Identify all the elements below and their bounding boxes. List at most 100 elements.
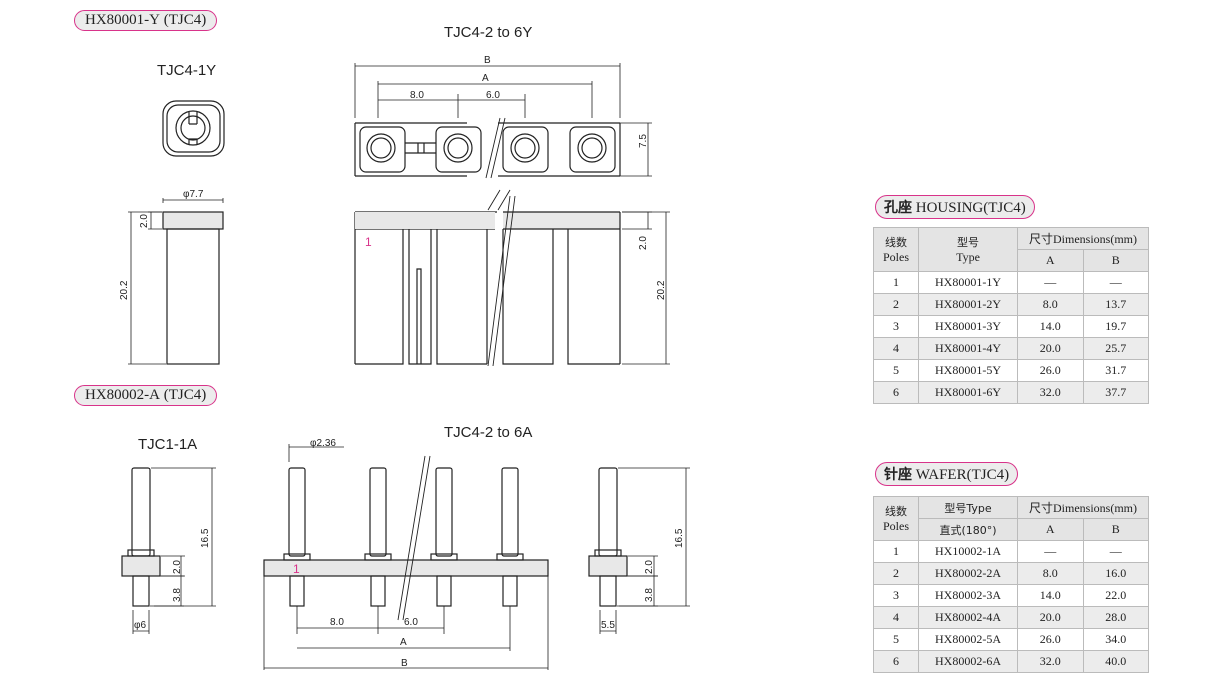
wafer-cell-poles: 3 (873, 584, 919, 607)
dim-A-wafer: A (400, 637, 407, 648)
housing-cell-a: 20.0 (1017, 337, 1084, 360)
dim-B-wafer: B (401, 658, 408, 669)
wafer-title-en: WAFER(TJC4) (915, 467, 1010, 483)
wafer-col-type: 型号Type (918, 496, 1018, 519)
wafer-multi-title: TJC4-2 to 6A (444, 424, 533, 441)
dim-phi6: φ6 (134, 620, 146, 631)
dim-2-0-side-pin: 2.0 (644, 560, 655, 574)
wafer-col-type-sub-text: 直式(180°) (939, 523, 997, 537)
wafer-cell-b: 28.0 (1082, 606, 1149, 629)
dim-16-5-side: 16.5 (674, 528, 685, 548)
housing-cell-type: HX80001-3Y (918, 315, 1018, 338)
dim-B-housing: B (484, 55, 491, 66)
housing-col-b: B (1082, 249, 1149, 272)
wafer-cell-b: 34.0 (1082, 628, 1149, 651)
housing-col-dims: 尺寸Dimensions(mm) (1017, 227, 1149, 250)
housing-cell-b: 25.7 (1082, 337, 1149, 360)
housing-cell-a: 32.0 (1017, 381, 1084, 404)
dim-8-0-housing: 8.0 (410, 90, 424, 101)
technical-drawing: φ7.7 2.0 20.2 B A 8.0 6.0 7.5 2.0 20.2 1… (119, 55, 690, 670)
wafer-cell-a: — (1017, 540, 1084, 563)
housing-col-type-cn: 型号 (957, 235, 979, 249)
dim-5-5: 5.5 (601, 620, 615, 631)
dim-3-8-side-pin: 3.8 (644, 588, 655, 602)
housing-cell-type: HX80001-4Y (918, 337, 1018, 360)
wafer-cell-type: HX80002-6A (918, 650, 1018, 673)
dim-6-0-housing: 6.0 (486, 90, 500, 101)
dim-3-8-pin: 3.8 (172, 588, 183, 602)
wafer-col-type-sub: 直式(180°) (918, 518, 1018, 541)
wafer-cell-type: HX80002-3A (918, 584, 1018, 607)
housing-cell-poles: 6 (873, 381, 919, 404)
wafer-title-cn: 针座 (884, 467, 912, 483)
wafer-table-title: 针座 WAFER(TJC4) (875, 462, 1019, 486)
wafer-cell-poles: 4 (873, 606, 919, 629)
housing-cell-a: 14.0 (1017, 315, 1084, 338)
wafer-cell-a: 14.0 (1017, 584, 1084, 607)
wafer-cell-poles: 1 (873, 540, 919, 563)
wafer-section-label: HX80002-A (TJC4) (74, 385, 218, 406)
wafer-cell-a: 26.0 (1017, 628, 1084, 651)
wafer-single-title: TJC1-1A (138, 436, 198, 453)
dim-2-0-pin: 2.0 (172, 560, 183, 574)
housing-cell-b: 13.7 (1082, 293, 1149, 316)
wafer-col-dims: 尺寸Dimensions(mm) (1017, 496, 1149, 519)
dim-A-housing: A (482, 73, 489, 84)
housing-col-a: A (1017, 249, 1084, 272)
housing-cell-a: 8.0 (1017, 293, 1084, 316)
housing-cell-poles: 5 (873, 359, 919, 382)
housing-col-type-en: Type (956, 249, 980, 264)
housing-cell-type: HX80001-1Y (918, 271, 1018, 294)
housing-multi-side-view (354, 189, 670, 367)
housing-cell-poles: 4 (873, 337, 919, 360)
housing-cell-type: HX80001-5Y (918, 359, 1018, 382)
wafer-cell-poles: 5 (873, 628, 919, 651)
wafer-cell-poles: 2 (873, 562, 919, 585)
housing-cell-poles: 1 (873, 271, 919, 294)
wafer-col-poles: 线数 Poles (873, 496, 919, 541)
wafer-cell-b: 40.0 (1082, 650, 1149, 673)
dim-2-0: 2.0 (139, 214, 150, 228)
dim-20-2: 20.2 (119, 280, 130, 300)
housing-multi-top-view (354, 63, 652, 179)
housing-col-type: 型号 Type (918, 227, 1018, 272)
wafer-col-type-cn: 型号Type (944, 501, 992, 515)
wafer-cell-type: HX80002-5A (918, 628, 1018, 651)
wafer-cell-type: HX10002-1A (918, 540, 1018, 563)
wafer-col-poles-en: Poles (882, 518, 909, 533)
housing-section-label: HX80001-Y (TJC4) (74, 10, 218, 31)
housing-title-cn: 孔座 (884, 200, 912, 216)
pin-one-marker-wafer: 1 (293, 562, 300, 576)
dim-phi77: φ7.7 (183, 189, 204, 200)
housing-cell-a: — (1017, 271, 1084, 294)
wafer-cell-poles: 6 (873, 650, 919, 673)
housing-cell-b: 19.7 (1082, 315, 1149, 338)
dim-16-5: 16.5 (200, 528, 211, 548)
dim-8-0-wafer: 8.0 (330, 617, 344, 628)
housing-cell-type: HX80001-2Y (918, 293, 1018, 316)
housing-cell-b: 31.7 (1082, 359, 1149, 382)
dim-2-0-side: 2.0 (638, 236, 649, 250)
pin-one-marker: 1 (365, 235, 372, 249)
dim-20-2-side: 20.2 (656, 280, 667, 300)
wafer-col-poles-cn: 线数 (885, 504, 907, 518)
housing-cell-b: — (1082, 271, 1149, 294)
housing-cell-type: HX80001-6Y (918, 381, 1018, 404)
housing-title-en: HOUSING(TJC4) (915, 200, 1026, 216)
wafer-cell-b: 22.0 (1082, 584, 1149, 607)
housing-cell-b: 37.7 (1082, 381, 1149, 404)
wafer-cell-b: 16.0 (1082, 562, 1149, 585)
housing-table-title: 孔座 HOUSING(TJC4) (875, 195, 1035, 219)
wafer-cell-a: 32.0 (1017, 650, 1084, 673)
wafer-table: 线数 Poles 型号Type 尺寸Dimensions(mm) 直式(180°… (873, 496, 1149, 673)
